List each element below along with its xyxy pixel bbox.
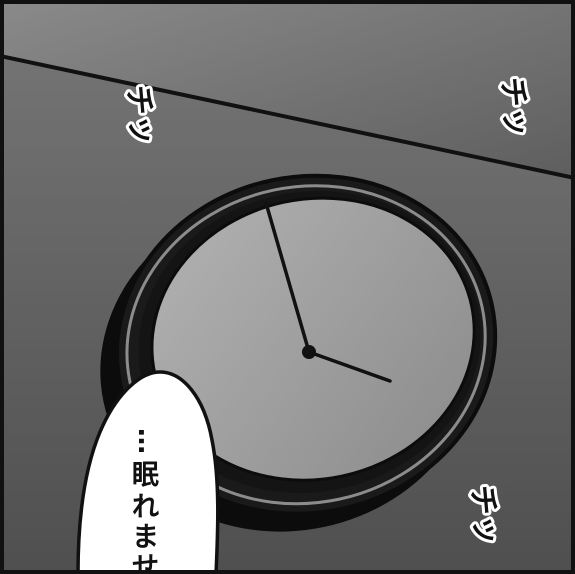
speech-bubble: [76, 370, 220, 574]
ceiling-edge-line: [0, 54, 575, 180]
bubble-line-ellipsis: …: [132, 428, 162, 454]
bubble-line-4: せ: [132, 552, 159, 574]
clock-center-pin: [302, 345, 316, 359]
sfx-tick-2: チッ: [494, 76, 534, 139]
bubble-line-3: ま: [132, 522, 159, 553]
clock-hour-hand: [307, 350, 392, 383]
clock-rim-highlight: [125, 184, 487, 506]
bubble-line-1: 眠: [132, 460, 159, 491]
sfx-tick-1: チッ: [120, 84, 160, 147]
sfx-tick-3: チッ: [464, 484, 504, 547]
ceiling-area: [0, 0, 575, 178]
bubble-line-2: れ: [132, 492, 159, 523]
clock-minute-hand: [264, 201, 311, 354]
